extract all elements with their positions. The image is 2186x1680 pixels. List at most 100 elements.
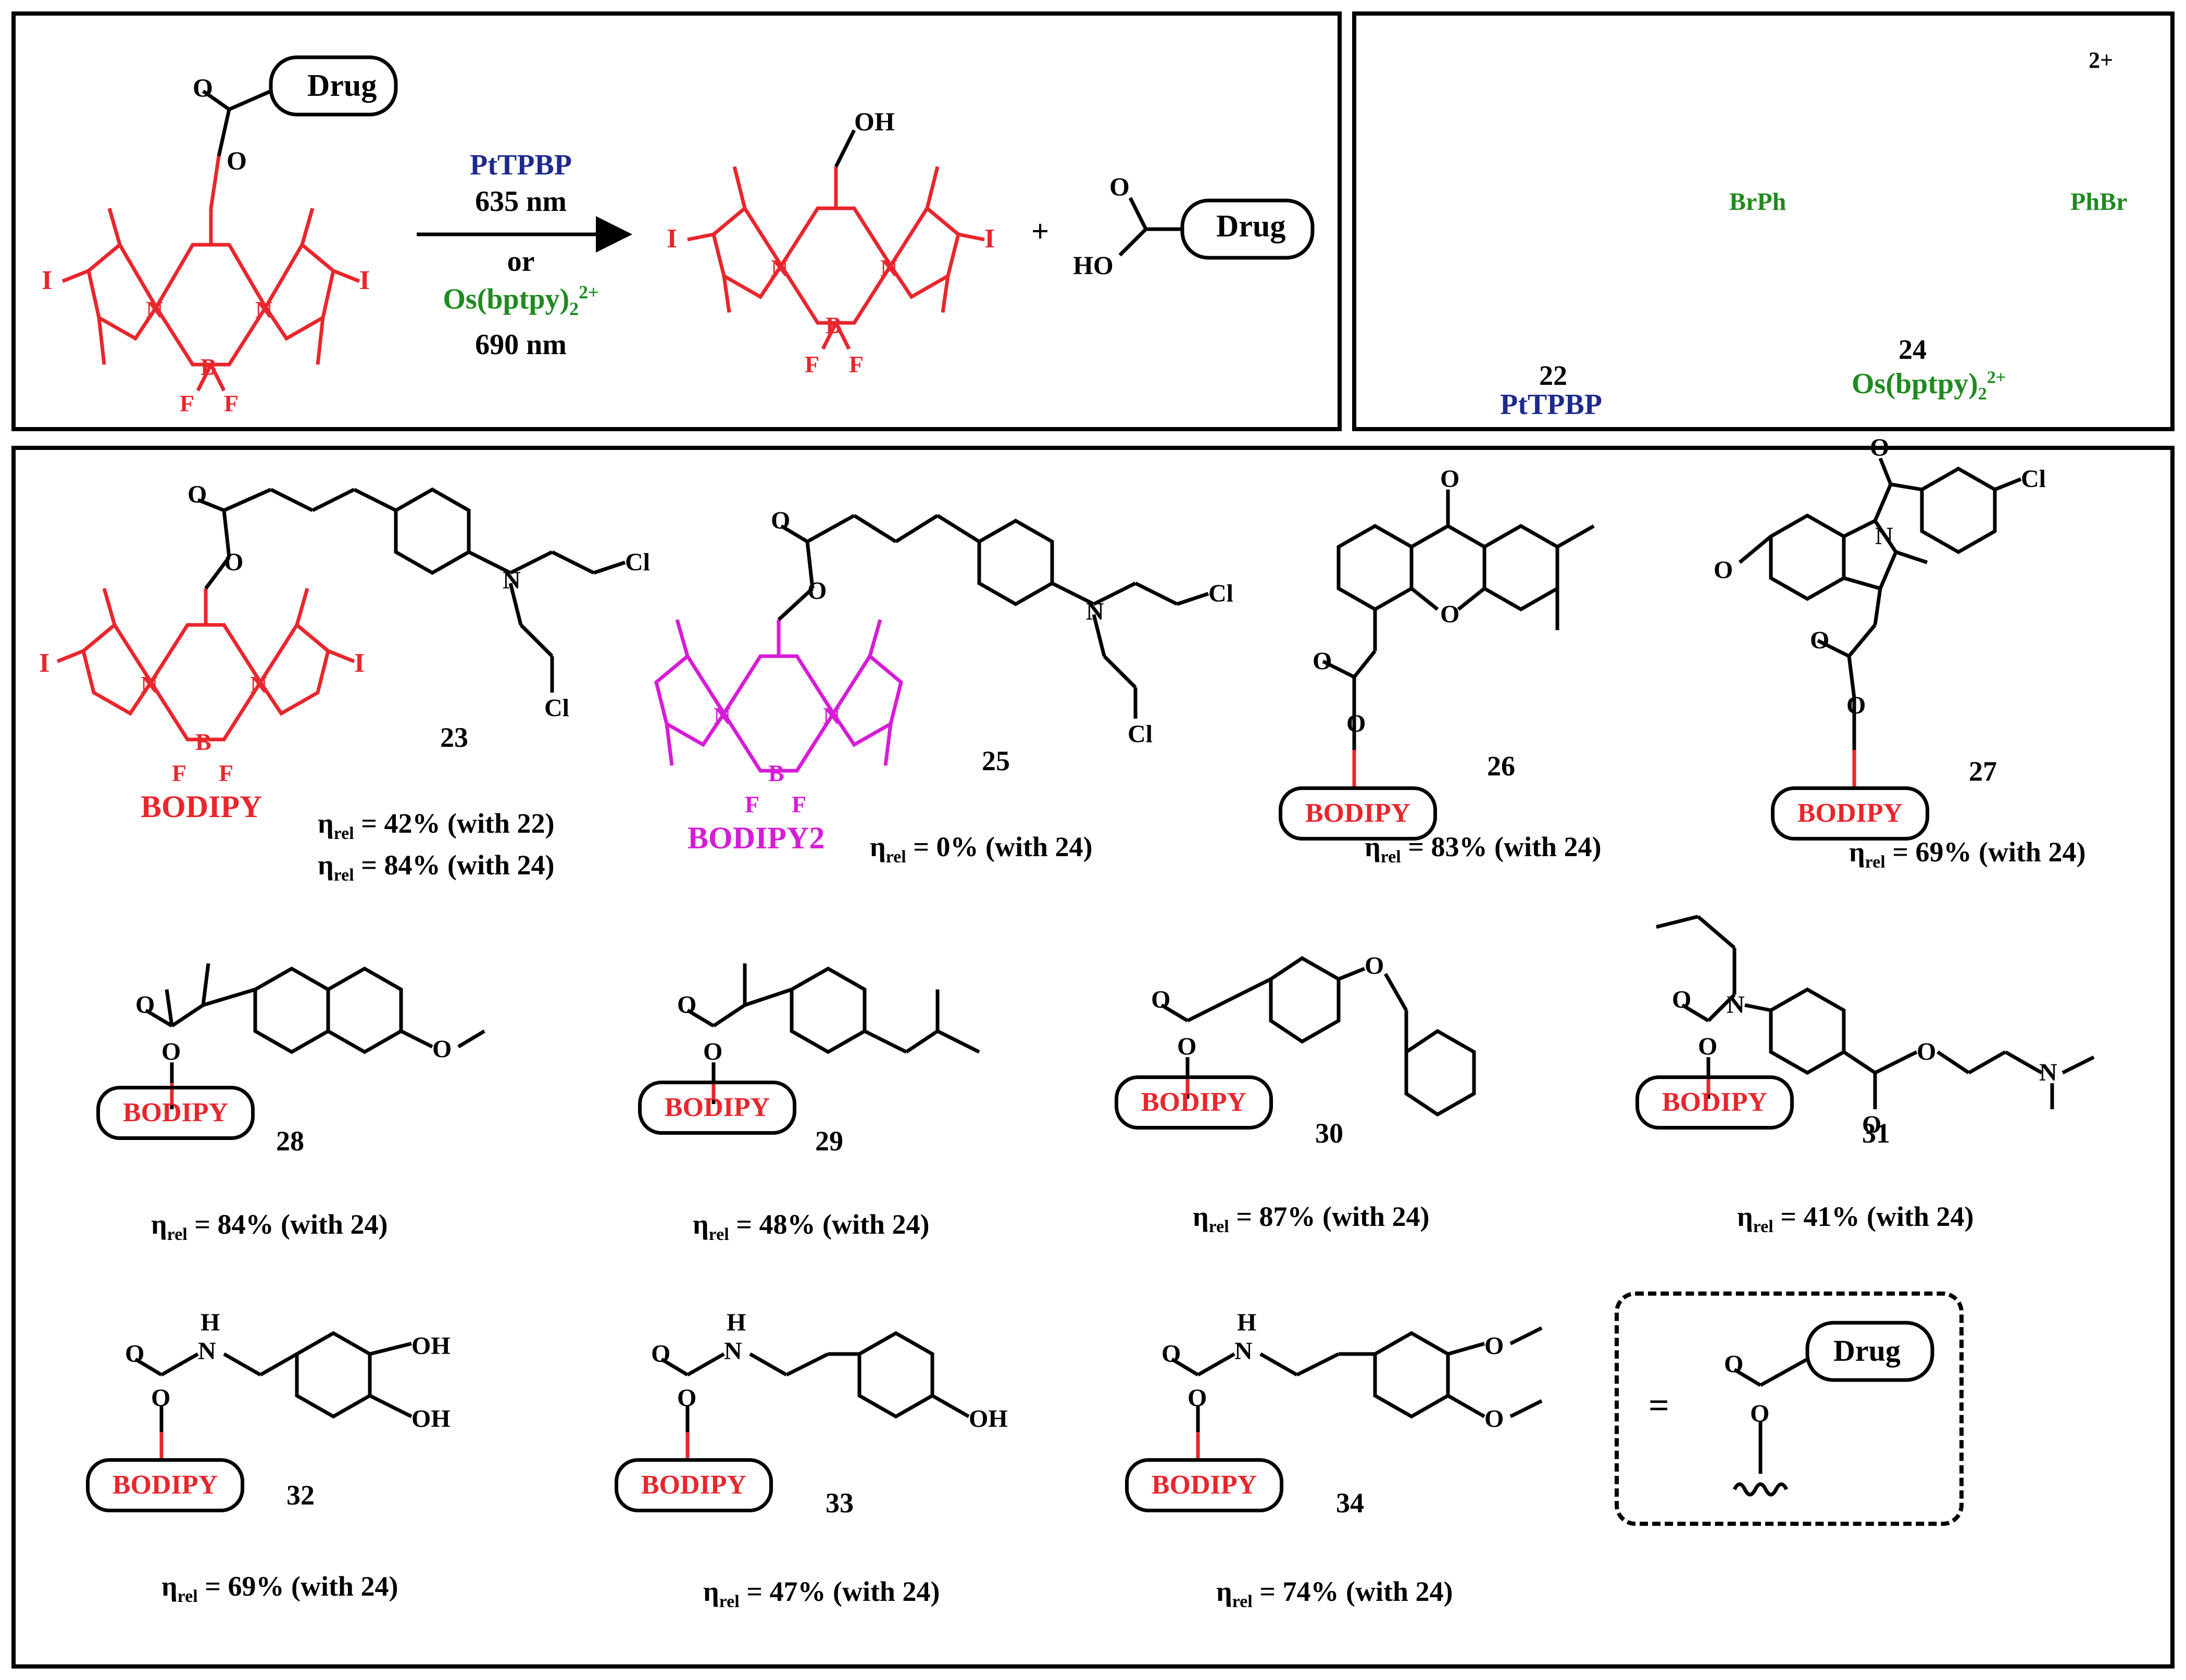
eta-sub: rel <box>1380 847 1401 867</box>
svg-text:O: O <box>1672 986 1691 1013</box>
product-bodipy-core <box>687 166 985 350</box>
os-name-sup: 2+ <box>1987 368 2006 387</box>
drug-label-product: Drug <box>1216 209 1286 243</box>
compound-28-eta: ηrel = 84% (with 24) <box>151 1208 388 1245</box>
svg-text:OH: OH <box>969 1405 1008 1433</box>
svg-text:Cl: Cl <box>1128 720 1153 748</box>
compound-22-number: 22 <box>1539 360 1567 391</box>
reagent-os: Os(bptpy)22+ <box>427 281 615 320</box>
svg-text:N: N <box>823 703 840 729</box>
os-name: Os(bptpy)22+ <box>1852 367 2006 404</box>
plus-sign: + <box>1031 214 1050 248</box>
compound-30-eta: ηrel = 87% (with 24) <box>1193 1200 1429 1237</box>
compound-26-structure <box>1322 490 1595 776</box>
svg-text:O: O <box>1846 692 1866 719</box>
pttpbp-name: PtTPBP <box>1500 388 1602 421</box>
compound-23-structure <box>56 588 355 742</box>
svg-text:F: F <box>849 351 864 378</box>
svg-text:O: O <box>1365 952 1384 980</box>
bodipy-tag-26: BODIPY <box>1279 786 1437 841</box>
svg-text:N: N <box>771 255 788 281</box>
compound-27-number: 27 <box>1969 756 1997 787</box>
svg-text:N: N <box>714 703 731 729</box>
svg-text:O: O <box>1151 986 1170 1013</box>
eta-value: = 42% (with 22) <box>361 808 555 839</box>
eta-symbol: η <box>1737 1201 1753 1232</box>
eta-symbol: η <box>318 808 334 839</box>
eta-symbol: η <box>1849 836 1865 868</box>
svg-text:I: I <box>42 266 52 295</box>
svg-text:I: I <box>667 224 677 254</box>
compound-30-number: 30 <box>1315 1118 1343 1149</box>
svg-text:F: F <box>219 760 233 786</box>
svg-text:O: O <box>1750 1400 1769 1427</box>
compound-32-eta: ηrel = 69% (with 24) <box>161 1570 398 1607</box>
compound-32-number: 32 <box>286 1480 315 1511</box>
svg-text:N: N <box>146 296 163 323</box>
svg-text:O: O <box>1810 626 1829 654</box>
compound-31-number: 31 <box>1862 1118 1890 1149</box>
svg-text:N: N <box>503 567 521 594</box>
compound-29-eta: ηrel = 48% (with 24) <box>693 1208 929 1245</box>
svg-text:O: O <box>703 1038 722 1065</box>
svg-text:B: B <box>201 354 217 380</box>
reagent-os-sub: 2 <box>569 298 579 319</box>
svg-text:N: N <box>1086 598 1104 625</box>
svg-text:O: O <box>1161 1340 1181 1368</box>
reagent-os-sup: 2+ <box>579 282 599 303</box>
svg-text:O: O <box>227 146 247 175</box>
svg-text:O: O <box>807 577 827 605</box>
svg-text:I: I <box>359 266 370 295</box>
bodipy-tag-28: BODIPY <box>96 1086 255 1140</box>
svg-text:OH: OH <box>854 107 895 136</box>
eta-symbol: η <box>703 1576 719 1607</box>
svg-text:OH: OH <box>411 1405 451 1433</box>
or-label: or <box>507 245 535 278</box>
ho-label: HO <box>1073 250 1114 280</box>
svg-text:F: F <box>172 760 186 786</box>
svg-text:O: O <box>1917 1038 1936 1065</box>
compound-25-name: BODIPY2 <box>688 821 825 855</box>
compound-30-structure <box>1160 956 1476 1117</box>
compound-33-number: 33 <box>826 1487 854 1519</box>
eta-sub: rel <box>1753 1217 1773 1236</box>
svg-text:Cl: Cl <box>544 694 569 722</box>
svg-text:N: N <box>724 1337 742 1365</box>
eta-value: = 74% (with 24) <box>1259 1576 1453 1607</box>
svg-text:I: I <box>354 648 365 678</box>
svg-text:O: O <box>135 991 155 1019</box>
eta-sub: rel <box>167 1224 188 1244</box>
svg-text:O: O <box>1698 1033 1717 1060</box>
svg-text:O: O <box>1724 1350 1743 1378</box>
compound-25-structure <box>654 619 903 773</box>
svg-text:H: H <box>727 1309 746 1336</box>
svg-text:Cl: Cl <box>2021 465 2046 493</box>
wavelength-635: 635 nm <box>475 185 567 218</box>
svg-text:N: N <box>1875 522 1893 550</box>
eta-sub: rel <box>333 823 354 843</box>
svg-text:O: O <box>1188 1384 1207 1412</box>
svg-text:N: N <box>141 671 158 698</box>
eta-value: = 84% (with 24) <box>194 1209 388 1240</box>
svg-text:F: F <box>792 791 806 818</box>
svg-text:O: O <box>651 1340 670 1368</box>
eta-value: = 69% (with 24) <box>1892 836 2086 868</box>
bodipy-tag-30: BODIPY <box>1115 1075 1273 1130</box>
svg-text:O: O <box>677 991 696 1019</box>
eta-value: = 41% (with 24) <box>1780 1201 1974 1232</box>
svg-text:N: N <box>255 296 272 323</box>
eta-sub: rel <box>885 847 906 867</box>
bodipy-tag-32: BODIPY <box>86 1458 244 1512</box>
svg-text:N: N <box>880 255 897 281</box>
eta-symbol: η <box>1216 1576 1232 1607</box>
svg-text:I: I <box>984 224 995 254</box>
compounds-panel <box>11 446 2175 1669</box>
eta-symbol: η <box>1193 1201 1209 1232</box>
eta-sub: rel <box>1208 1217 1229 1236</box>
svg-text:I: I <box>39 648 49 678</box>
svg-text:B: B <box>195 729 211 755</box>
eta-sub: rel <box>708 1224 729 1244</box>
svg-text:N: N <box>1234 1337 1253 1365</box>
os-name-text: Os(bptpy) <box>1852 368 1978 400</box>
svg-text:B: B <box>826 312 842 338</box>
